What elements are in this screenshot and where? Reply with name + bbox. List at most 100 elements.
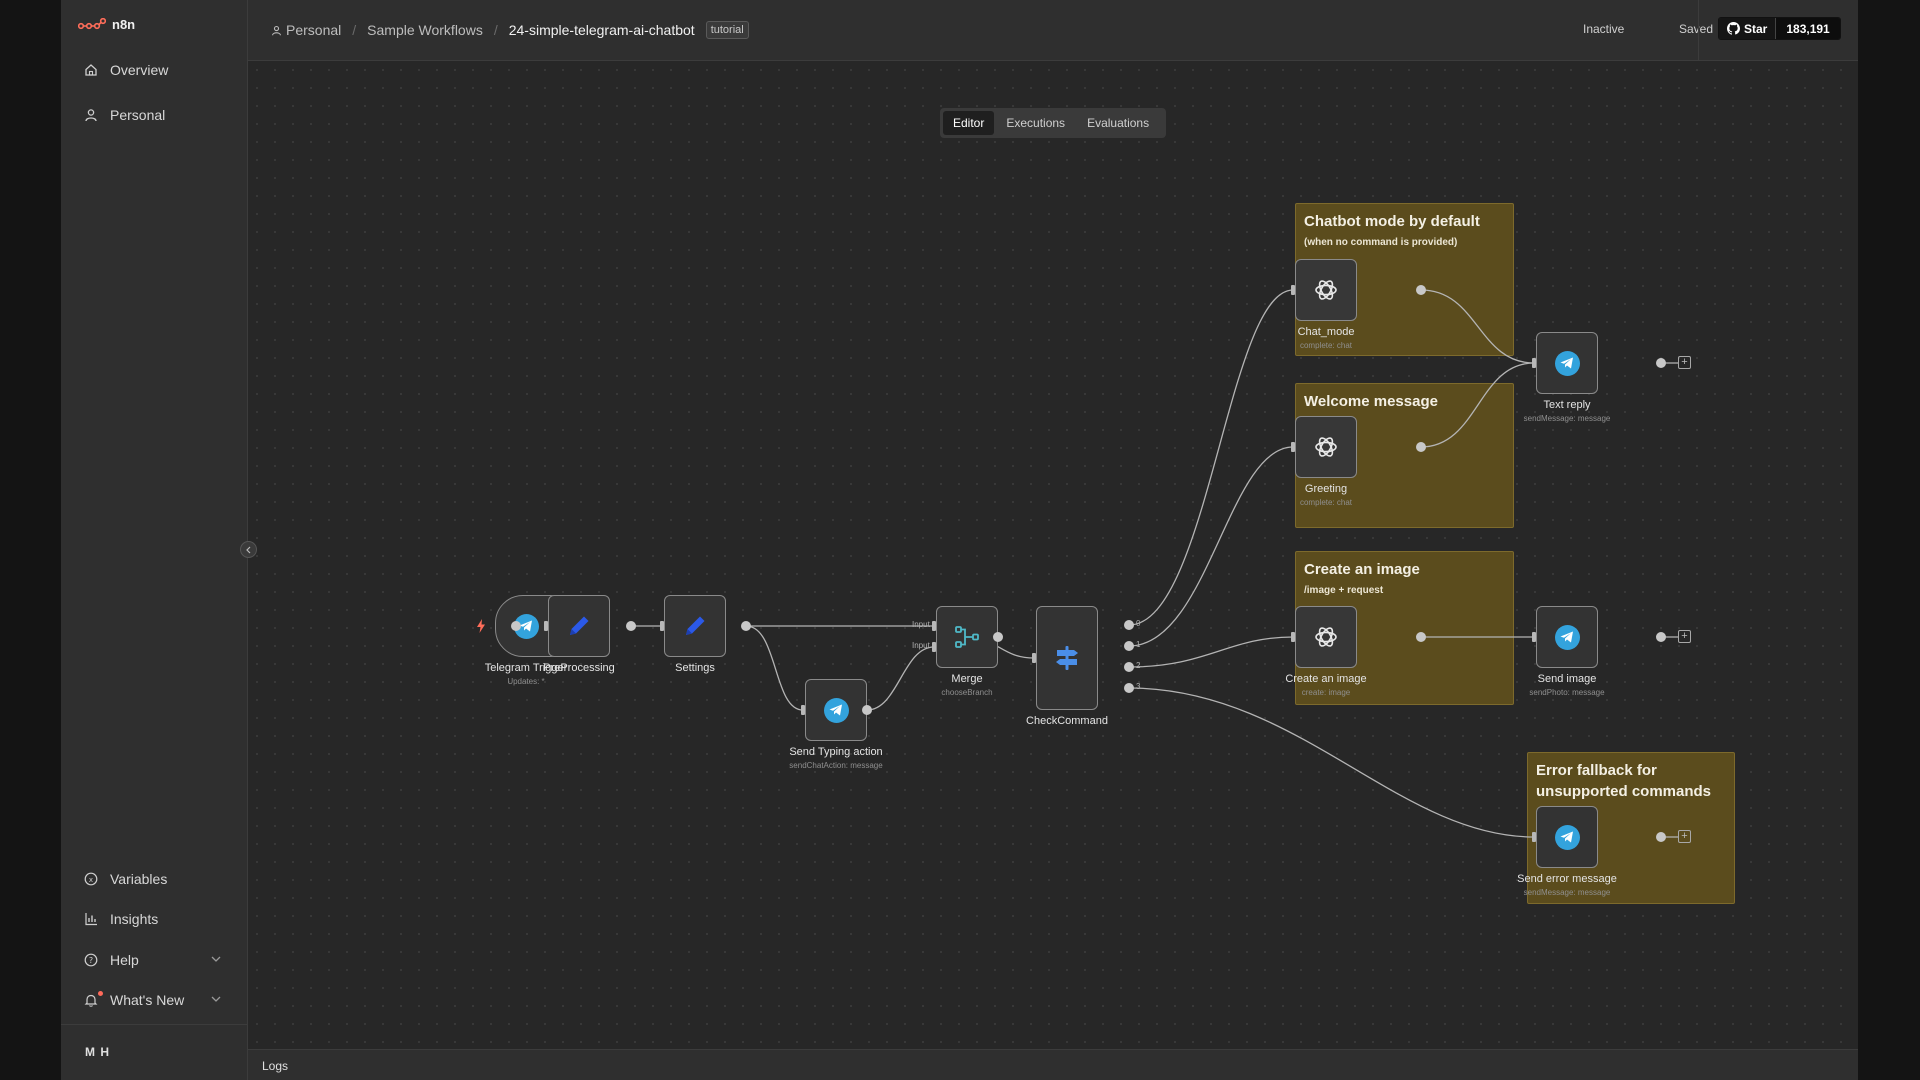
openai-icon <box>1315 627 1337 647</box>
sidebar-item-personal[interactable]: Personal <box>74 98 239 132</box>
header: Personal / Sample Workflows / 24-simple-… <box>248 0 1858 61</box>
node-subtitle: sendMessage: message <box>1523 414 1611 423</box>
insights-icon <box>85 913 97 926</box>
output-port[interactable] <box>1416 285 1426 295</box>
chevron-down-icon[interactable] <box>211 955 221 963</box>
telegram-icon <box>823 697 849 723</box>
header-divider <box>1698 0 1699 61</box>
input-port[interactable] <box>1532 832 1536 842</box>
n8n-logo[interactable]: n8n <box>78 17 135 32</box>
output-port[interactable] <box>1416 632 1426 642</box>
output-port[interactable] <box>1656 632 1666 642</box>
workflow-name[interactable]: 24-simple-telegram-ai-chatbot <box>508 22 695 38</box>
active-status[interactable]: Inactive <box>1583 22 1625 36</box>
tab-executions[interactable]: Executions <box>1006 116 1066 130</box>
output-port[interactable] <box>1124 641 1134 651</box>
sidebar-item-overview[interactable]: Overview <box>74 53 239 87</box>
node-label: Create an image <box>1285 673 1367 685</box>
add-node-button[interactable]: + <box>1678 630 1691 643</box>
node-label: Settings <box>675 662 715 674</box>
collapse-sidebar-button[interactable] <box>240 541 257 558</box>
tab-editor[interactable]: Editor <box>943 111 995 135</box>
node-preprocessing[interactable] <box>548 595 610 657</box>
sticky-subtitle: (when no command is provided) <box>1304 237 1458 248</box>
input-port[interactable] <box>544 621 548 631</box>
merge-input-2-label: Input 2 <box>912 641 937 650</box>
node-create-image[interactable] <box>1295 606 1357 668</box>
output-port[interactable] <box>741 621 751 631</box>
input-port[interactable] <box>1532 358 1536 368</box>
chevron-down-icon[interactable] <box>211 995 221 1003</box>
node-subtitle: sendPhoto: message <box>1529 688 1605 697</box>
sidebar-item-insights[interactable]: Insights <box>74 902 239 936</box>
node-subtitle: complete: chat <box>1299 498 1353 507</box>
switch-output-label: 3 <box>1136 682 1141 691</box>
output-port[interactable] <box>1656 358 1666 368</box>
node-send-error-message[interactable] <box>1536 806 1598 868</box>
node-text-reply[interactable] <box>1536 332 1598 394</box>
breadcrumb-separator: / <box>493 22 498 38</box>
input-port[interactable] <box>801 705 805 715</box>
workflow-tag[interactable]: tutorial <box>705 21 749 39</box>
sticky-subtitle: /image + request <box>1304 585 1384 596</box>
sidebar-item-label: Personal <box>110 107 166 123</box>
node-greeting[interactable] <box>1295 416 1357 478</box>
connection <box>1420 289 1535 364</box>
workflow-canvas[interactable]: Editor Executions Evaluations Chatbot mo… <box>248 61 1858 1049</box>
input-port[interactable] <box>1032 653 1036 663</box>
node-send-image[interactable] <box>1536 606 1598 668</box>
telegram-icon <box>1554 624 1580 650</box>
user-avatar[interactable]: M H <box>61 1024 247 1080</box>
sticky-title: Welcome message <box>1304 393 1438 410</box>
output-port[interactable] <box>1124 620 1134 630</box>
sidebar-item-label: Help <box>110 952 139 968</box>
breadcrumb-personal[interactable]: Personal <box>271 22 341 38</box>
node-merge[interactable] <box>936 606 998 668</box>
svg-text:x: x <box>89 876 93 884</box>
input-port[interactable] <box>932 642 936 652</box>
add-node-button[interactable]: + <box>1678 830 1691 843</box>
connection <box>745 625 804 711</box>
input-port[interactable] <box>1291 442 1295 452</box>
github-star[interactable]: Star <box>1719 18 1776 39</box>
output-port[interactable] <box>1416 442 1426 452</box>
node-check-command[interactable] <box>1036 606 1098 710</box>
sticky-note-chatbot[interactable]: Chatbot mode by default (when no command… <box>1295 203 1514 356</box>
variables-icon: x <box>84 872 98 886</box>
output-port[interactable] <box>1124 683 1134 693</box>
input-port[interactable] <box>1291 632 1295 642</box>
sidebar-item-whats-new[interactable]: What's New <box>74 983 239 1017</box>
sidebar-item-label: Variables <box>110 871 168 887</box>
connection <box>1128 687 1535 838</box>
github-star-button[interactable]: Star 183,191 <box>1718 17 1841 40</box>
input-port[interactable] <box>660 621 664 631</box>
output-port[interactable] <box>511 621 521 631</box>
node-label: Merge <box>951 673 983 685</box>
notification-dot <box>98 991 103 996</box>
switch-output-label: 1 <box>1136 640 1141 649</box>
output-port[interactable] <box>1656 832 1666 842</box>
connection <box>866 646 935 711</box>
input-port[interactable] <box>1532 632 1536 642</box>
openai-icon <box>1315 280 1337 300</box>
add-node-button[interactable]: + <box>1678 356 1691 369</box>
connection <box>1128 289 1294 626</box>
sidebar-item-variables[interactable]: x Variables <box>74 862 239 896</box>
node-label: Send error message <box>1517 873 1617 885</box>
output-port[interactable] <box>862 705 872 715</box>
tab-evaluations[interactable]: Evaluations <box>1087 116 1150 130</box>
logs-panel-toggle[interactable]: Logs <box>248 1049 1858 1080</box>
node-settings[interactable] <box>664 595 726 657</box>
breadcrumb-folder[interactable]: Sample Workflows <box>367 22 483 38</box>
sidebar-item-help[interactable]: ? Help <box>74 943 239 977</box>
telegram-icon <box>1554 824 1580 850</box>
output-port[interactable] <box>626 621 636 631</box>
node-subtitle: chooseBranch <box>941 688 993 697</box>
input-port[interactable] <box>1291 285 1295 295</box>
output-port[interactable] <box>1124 662 1134 672</box>
input-port[interactable] <box>932 621 936 631</box>
saved-status: Saved <box>1679 22 1714 36</box>
node-chat-mode[interactable] <box>1295 259 1357 321</box>
node-send-typing-action[interactable] <box>805 679 867 741</box>
output-port[interactable] <box>993 632 1003 642</box>
